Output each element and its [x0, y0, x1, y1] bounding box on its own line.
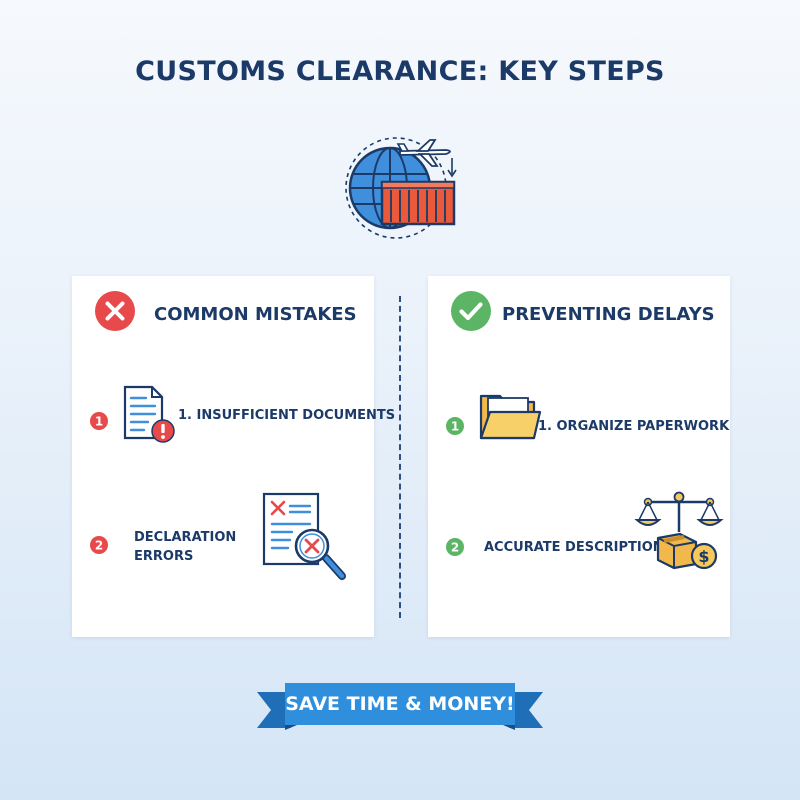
preventing-delays-panel: PREVENTING DELAYS 1 1. ORGANIZE PAPERWOR… — [428, 276, 730, 637]
panel-divider — [399, 296, 401, 618]
step-label: 1. INSUFFICIENT DOCUMENTS — [178, 408, 396, 423]
step-number-badge: 1 — [90, 412, 108, 430]
globe-plane-container-icon — [345, 137, 457, 239]
svg-text:1: 1 — [95, 415, 103, 429]
svg-text:2: 2 — [95, 539, 103, 553]
step-label: DECLARATION ERRORS — [134, 530, 237, 564]
banner-text: SAVE TIME & MONEY! — [285, 693, 515, 715]
document-error-magnifier-icon — [262, 492, 346, 580]
page-title: CUSTOMS CLEARANCE: KEY STEPS — [135, 56, 665, 87]
step-number-badge: 2 — [446, 538, 464, 556]
svg-text:1: 1 — [451, 420, 459, 434]
check-circle-icon — [451, 291, 491, 331]
step-label: 1. ORGANIZE PAPERWORK — [538, 419, 730, 434]
panel-title: COMMON MISTAKES — [154, 304, 357, 325]
step-number-badge: 2 — [90, 536, 108, 554]
step-label: ACCURATE DESCRIPTION — [484, 540, 664, 555]
folder-icon — [479, 394, 542, 440]
save-time-money-banner — [257, 683, 543, 730]
common-mistakes-panel: COMMON MISTAKES 1 1. INSUFFICIENT DOCUME… — [72, 276, 395, 637]
x-circle-icon — [95, 291, 135, 331]
step-number-badge: 1 — [446, 417, 464, 435]
svg-text:$: $ — [698, 547, 709, 566]
scale-box-dollar-icon: $ — [634, 491, 724, 570]
panel-title: PREVENTING DELAYS — [502, 304, 715, 325]
svg-text:2: 2 — [451, 541, 459, 555]
document-warning-icon — [123, 385, 175, 443]
